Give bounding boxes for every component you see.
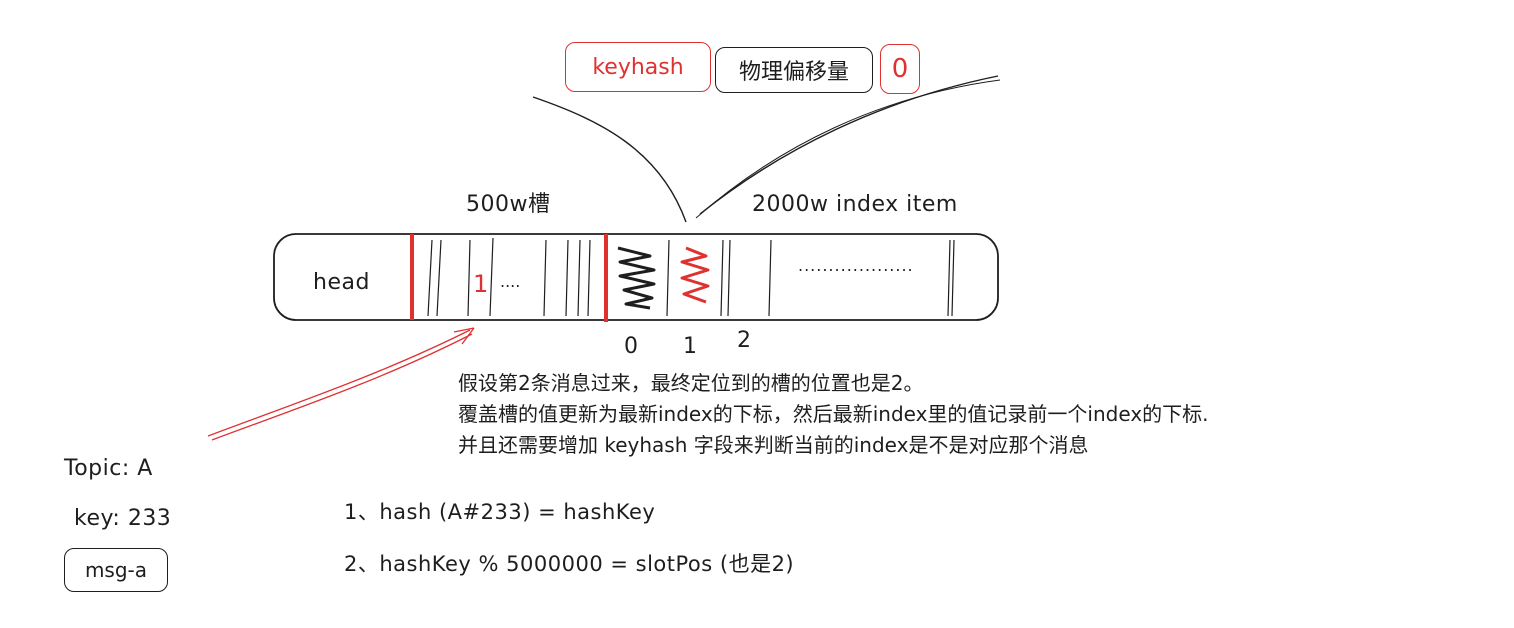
prev-index-field: 0	[880, 44, 920, 94]
description-line: 覆盖槽的值更新为最新index的下标，然后最新index里的值记录前一个inde…	[458, 402, 1209, 426]
slot-cells	[427, 237, 591, 317]
description-line: 假设第2条消息过来，最终定位到的槽的位置也是2。	[458, 371, 924, 395]
prev-index-label: 0	[891, 54, 909, 84]
message-box: msg-a	[64, 548, 168, 592]
message-name: msg-a	[84, 558, 148, 582]
slot-ellipsis: ....	[500, 272, 521, 291]
index-number-2: 2	[737, 328, 752, 353]
slots-label: 500w槽	[466, 192, 551, 217]
index-file-bar	[273, 233, 999, 321]
index-number-0: 0	[624, 334, 639, 359]
zoom-line-right	[699, 75, 999, 215]
head-label: head	[313, 270, 370, 295]
index-cells	[666, 239, 955, 317]
index-item-0-scribble	[617, 246, 656, 310]
step-1: 1、hash (A#233) = hashKey	[344, 500, 656, 524]
description-block: 假设第2条消息过来，最终定位到的槽的位置也是2。 覆盖槽的值更新为最新index…	[458, 368, 1209, 461]
physical-offset-field: 物理偏移量	[715, 47, 873, 93]
message-key: key: 233	[74, 506, 172, 531]
physical-offset-label: 物理偏移量	[738, 60, 849, 85]
zoom-line-left	[532, 96, 687, 223]
description-line: 并且还需要增加 keyhash 字段来判断当前的index是不是对应那个消息	[458, 433, 1089, 457]
slot-value: 1	[473, 270, 489, 298]
message-to-slot-arrow	[207, 327, 475, 441]
step-2: 2、hashKey % 5000000 = slotPos (也是2)	[344, 552, 795, 576]
index-items-label: 2000w index item	[752, 192, 958, 217]
message-topic: Topic: A	[64, 456, 153, 481]
index-item-1-scribble	[680, 246, 710, 304]
keyhash-field: keyhash	[565, 42, 711, 92]
index-number-1: 1	[683, 334, 698, 359]
keyhash-label: keyhash	[592, 54, 684, 80]
index-ellipsis: ...................	[798, 256, 914, 275]
